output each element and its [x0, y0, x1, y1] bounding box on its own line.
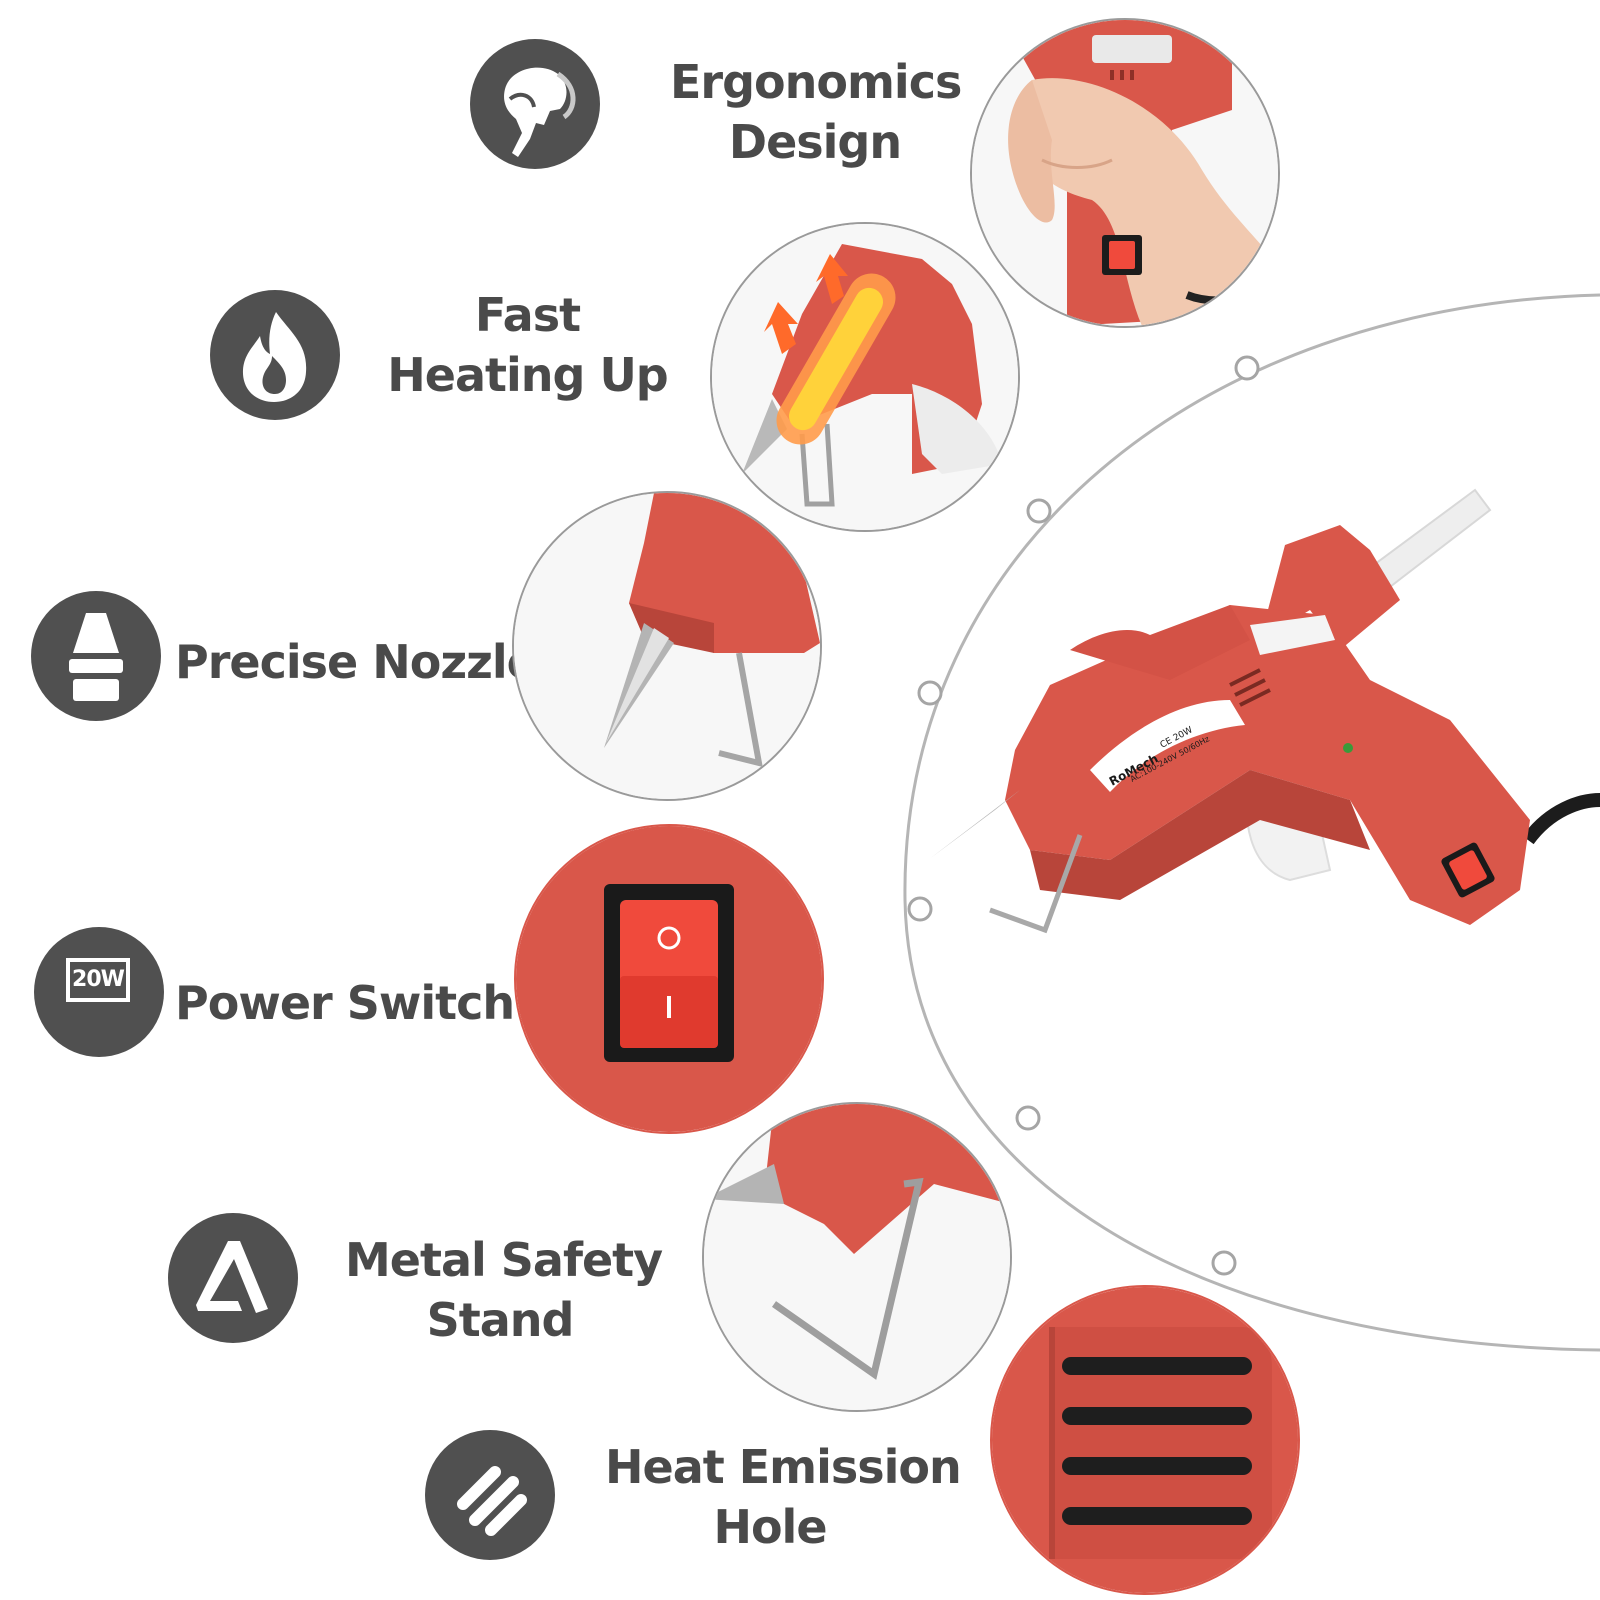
- nozzle-icon: [31, 591, 161, 721]
- feature-title-nozzle: Precise Nozzle: [175, 635, 538, 689]
- wattage-badge: 20W: [66, 958, 130, 1002]
- feature-title-switch: Power Switch: [175, 976, 515, 1030]
- detail-heating: [710, 222, 1020, 532]
- detail-stand: [702, 1102, 1012, 1412]
- stand-icon: [168, 1213, 298, 1343]
- glue-gun-product: RoMech CE 20W AC:100-240V 50/60Hz: [928, 470, 1600, 980]
- detail-nozzle: [512, 491, 822, 801]
- hand-grip-icon: [470, 39, 600, 169]
- wattage-icon: 20W: [34, 927, 164, 1057]
- flame-icon: [210, 290, 340, 420]
- detail-ergonomics: [970, 18, 1280, 328]
- detail-vents: [990, 1285, 1300, 1595]
- detail-switch: [514, 824, 824, 1134]
- vent-lines-icon: [425, 1430, 555, 1560]
